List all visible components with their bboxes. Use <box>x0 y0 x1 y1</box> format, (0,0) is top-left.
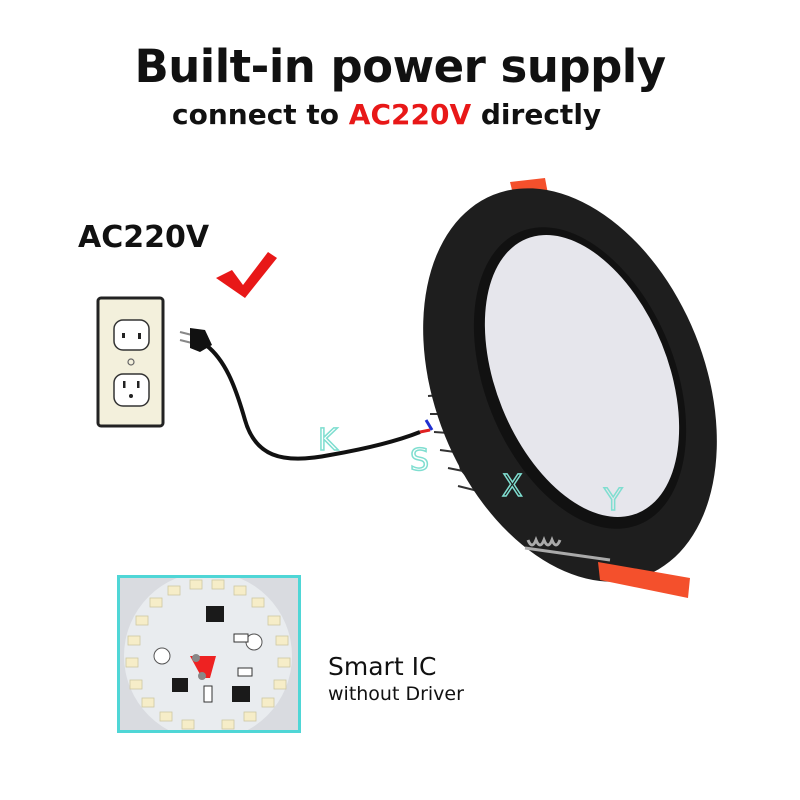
subtitle-voltage: AC220V <box>348 98 472 131</box>
subtitle-prefix: connect to <box>172 98 340 131</box>
smart-ic-caption: Smart IC without Driver <box>328 652 464 706</box>
watermark-letter-y: Y <box>603 483 623 518</box>
plug-icon <box>179 328 421 461</box>
headline-subtitle: connect to AC220V directly <box>172 98 601 131</box>
watermark-letter-x: X <box>502 469 523 504</box>
watermark-letter-k: K <box>318 423 339 458</box>
checkmark-icon <box>216 252 277 298</box>
wall-outlet-icon <box>96 296 165 428</box>
watermark-letter-s: S <box>410 443 429 478</box>
headline-title: Built-in power supply <box>134 40 666 93</box>
led-pcb-board-image <box>124 578 292 730</box>
pcb-photo-frame <box>117 575 301 733</box>
downlight-product-image <box>419 178 717 598</box>
smart-ic-title: Smart IC <box>328 652 437 681</box>
subtitle-suffix: directly <box>480 98 602 131</box>
smart-ic-subtitle: without Driver <box>328 683 464 705</box>
outlet-voltage-label: AC220V <box>78 220 210 255</box>
watermark: K S X Y <box>317 422 624 519</box>
